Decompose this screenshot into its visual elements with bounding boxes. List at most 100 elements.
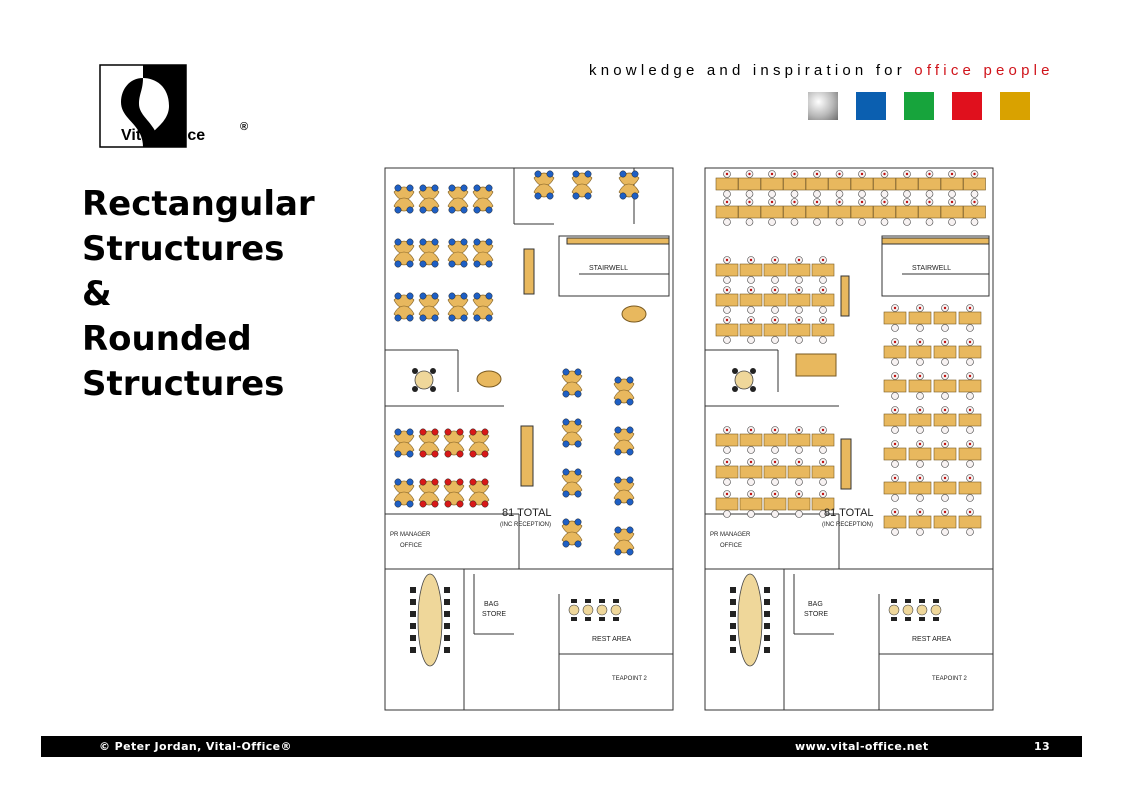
desk-R4 <box>805 177 829 191</box>
chair-dot-R14 <box>770 200 774 204</box>
meeting-chair-r-R5 <box>764 647 770 653</box>
desk-R20 <box>895 205 919 219</box>
chair-dot-R63 <box>918 374 922 378</box>
desk-R52 <box>787 497 811 511</box>
chair-dot-R7 <box>883 172 886 176</box>
chair-bottom-R14 <box>768 218 776 226</box>
rest-chair-b-L3 <box>613 617 619 621</box>
desk-R60 <box>933 345 957 359</box>
rest-chair-b-L1 <box>585 617 591 621</box>
swatch-silver <box>808 92 838 120</box>
rest-chair-b-R2 <box>919 617 925 621</box>
desk-R78 <box>883 515 907 529</box>
slide-title: Rectangular Structures & Rounded Structu… <box>82 182 315 407</box>
chair-dot-R73 <box>968 442 972 446</box>
rest-chair-t-R3 <box>933 599 939 603</box>
chair-L21a <box>444 478 452 486</box>
chair-bottom-R9 <box>925 190 934 198</box>
chair-bottom-R25 <box>747 276 755 284</box>
chair-bottom-R37 <box>795 336 803 344</box>
desk-R40 <box>739 433 763 447</box>
chair-dot-R3 <box>793 172 796 176</box>
chair-dot-R59 <box>918 340 922 344</box>
chair-L3a <box>473 184 481 192</box>
chair-dot-R43 <box>821 428 825 432</box>
chair-dot-R80 <box>943 510 947 514</box>
chair-dot-R44 <box>725 460 729 464</box>
desk-reception-right <box>795 353 837 377</box>
round-table-R1 <box>734 370 754 390</box>
rest-table-L2 <box>596 604 608 616</box>
rest-chair-t-R2 <box>919 599 925 603</box>
chair-bottom-R68 <box>941 426 949 434</box>
tagline: knowledge and inspiration for office peo… <box>589 62 1054 79</box>
chair-bottom-R7 <box>880 190 889 198</box>
chair-L8b <box>406 292 414 300</box>
left-manager-label: PR MANAGER <box>390 532 431 538</box>
chair-L26c <box>562 540 570 548</box>
logo-registered-mark: ® <box>240 121 248 133</box>
chair-bottom-R65 <box>966 392 974 400</box>
desk-R11 <box>963 177 986 191</box>
desk-R16 <box>805 205 829 219</box>
chair-dot-R5 <box>838 172 841 176</box>
chair-L25d <box>574 490 582 498</box>
round-chair-R11 <box>750 368 756 374</box>
rest-chair-t-L2 <box>599 599 605 603</box>
rest-table-L0 <box>568 604 580 616</box>
meeting-chair-l-R0 <box>730 587 736 593</box>
rest-chair-t-L0 <box>571 599 577 603</box>
chair-L19c <box>394 500 402 508</box>
meeting-chair-r-L5 <box>444 647 450 653</box>
right-office-label: OFFICE <box>720 543 742 549</box>
meeting-chair-l-L5 <box>410 647 416 653</box>
chair-dot-R9 <box>928 172 931 176</box>
desk-R31 <box>763 293 787 307</box>
desk-R21 <box>918 205 941 219</box>
chair-dot-R26 <box>773 258 777 262</box>
chair-dot-R8 <box>905 172 909 176</box>
chair-dot-R49 <box>725 492 729 496</box>
footer-website[interactable]: www.vital-office.net <box>795 740 929 753</box>
desk-R71 <box>908 447 932 461</box>
chair-dot-R28 <box>821 258 825 262</box>
left-teapoint-label: TEAPOINT 2 <box>612 676 648 682</box>
chair-dot-R67 <box>918 408 922 412</box>
chair-bottom-R38 <box>819 336 827 344</box>
chair-L19b <box>406 478 414 486</box>
desk-R27 <box>787 263 811 277</box>
chair-dot-R61 <box>968 340 972 344</box>
chair-dot-R35 <box>749 318 753 322</box>
chair-dot-R13 <box>748 200 751 204</box>
chair-L17b <box>456 428 464 436</box>
rest-chair-b-R1 <box>905 617 911 621</box>
chair-bottom-R32 <box>795 306 803 314</box>
meeting-chair-l-L4 <box>410 635 416 641</box>
right-bag-label: BAG <box>808 601 823 608</box>
chair-bottom-R23 <box>970 218 979 226</box>
chair-L15c <box>394 450 402 458</box>
chair-dot-R54 <box>893 306 897 310</box>
chair-L8d <box>406 314 414 322</box>
chair-bottom-R4 <box>813 190 821 198</box>
chair-L1b <box>431 184 439 192</box>
rest-table-R3 <box>930 604 942 616</box>
meeting-chair-l-R1 <box>730 599 736 605</box>
chair-bottom-R15 <box>790 218 799 226</box>
chair-bottom-R50 <box>747 510 755 518</box>
chair-dot-R69 <box>968 408 972 412</box>
meeting-chair-l-R2 <box>730 611 736 617</box>
chair-L26b <box>574 518 582 526</box>
desk-R22 <box>940 205 964 219</box>
chair-bottom-R61 <box>966 358 974 366</box>
chair-L10b <box>460 292 468 300</box>
desk-R44 <box>715 465 739 479</box>
chair-bottom-R6 <box>858 190 866 198</box>
chair-L3c <box>473 206 481 214</box>
chair-bottom-R62 <box>891 392 899 400</box>
desk-R49 <box>715 497 739 511</box>
chair-L10d <box>460 314 468 322</box>
chair-dot-R39 <box>725 428 729 432</box>
chair-bottom-R40 <box>747 446 755 454</box>
chair-dot-R2 <box>770 172 774 176</box>
